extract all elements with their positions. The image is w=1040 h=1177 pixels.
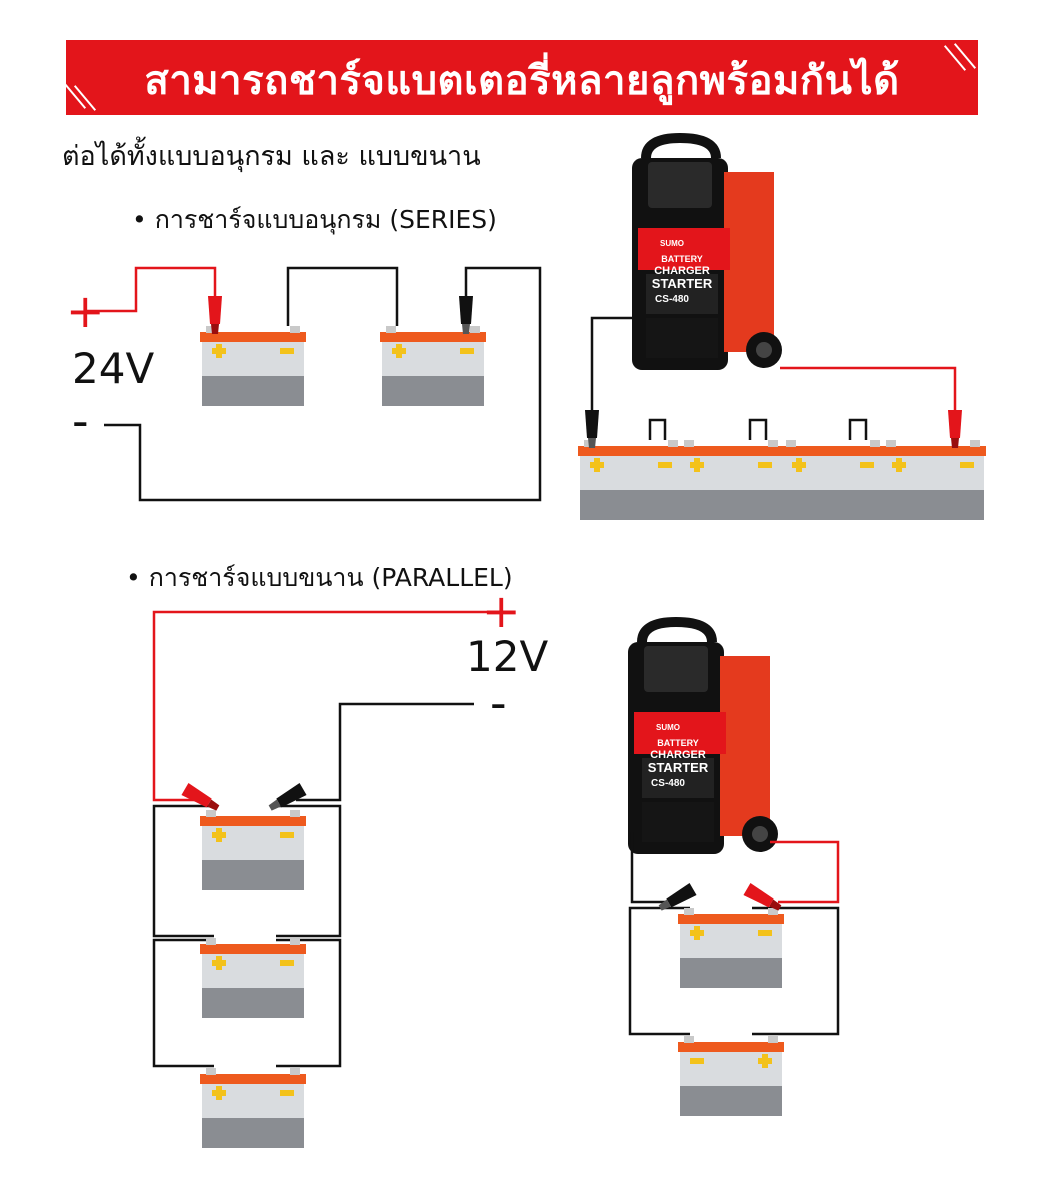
- series-minus-sign: -: [72, 394, 89, 448]
- subtitle: ต่อได้ทั้งแบบอนุกรม และ แบบขนาน: [62, 141, 481, 172]
- charger-label-1: BATTERY: [657, 738, 699, 748]
- charger-illustration: [632, 138, 782, 370]
- red-clamp: [743, 882, 784, 915]
- charger-brand: SUMO: [656, 723, 680, 732]
- parallel-battery: [200, 1068, 306, 1148]
- series-battery: [200, 326, 306, 406]
- charger-label-2: CHARGER: [650, 749, 706, 761]
- series-voltage: 24V: [72, 344, 155, 393]
- charger-brand: SUMO: [660, 239, 684, 248]
- charger-model: CS-480: [651, 778, 685, 789]
- series-battery: [578, 440, 684, 520]
- red-clamp: [948, 410, 962, 448]
- title-banner: สามารถชาร์จแบตเตอรี่หลายลูกพร้อมกันได้: [63, 40, 978, 115]
- charger-illustration: [628, 622, 778, 854]
- charger-label-3: STARTER: [648, 760, 709, 775]
- charger-label-2: CHARGER: [654, 265, 710, 277]
- parallel-battery: [678, 908, 784, 988]
- parallel-battery: [200, 938, 306, 1018]
- charger-label-1: BATTERY: [661, 254, 703, 264]
- parallel-voltage: 12V: [466, 632, 549, 681]
- parallel-heading: • การชาร์จแบบขนาน (PARALLEL): [126, 563, 513, 592]
- black-clamp: [266, 782, 307, 815]
- series-battery: [380, 326, 486, 406]
- series-wiring: [86, 266, 542, 502]
- parallel-charger-wiring: [628, 832, 840, 1036]
- series-battery: [780, 440, 886, 520]
- charger-model: CS-480: [655, 294, 689, 305]
- parallel-minus-sign: -: [490, 676, 507, 730]
- series-battery: [880, 440, 986, 520]
- charger-label-3: STARTER: [652, 276, 713, 291]
- series-heading: • การชาร์จแบบอนุกรม (SERIES): [132, 205, 497, 234]
- banner-title: สามารถชาร์จแบตเตอรี่หลายลูกพร้อมกันได้: [144, 58, 900, 104]
- series-battery: [678, 440, 784, 520]
- parallel-wiring: [152, 610, 490, 1068]
- parallel-battery: [678, 1036, 784, 1116]
- red-clamp: [181, 782, 222, 815]
- parallel-battery: [200, 810, 306, 890]
